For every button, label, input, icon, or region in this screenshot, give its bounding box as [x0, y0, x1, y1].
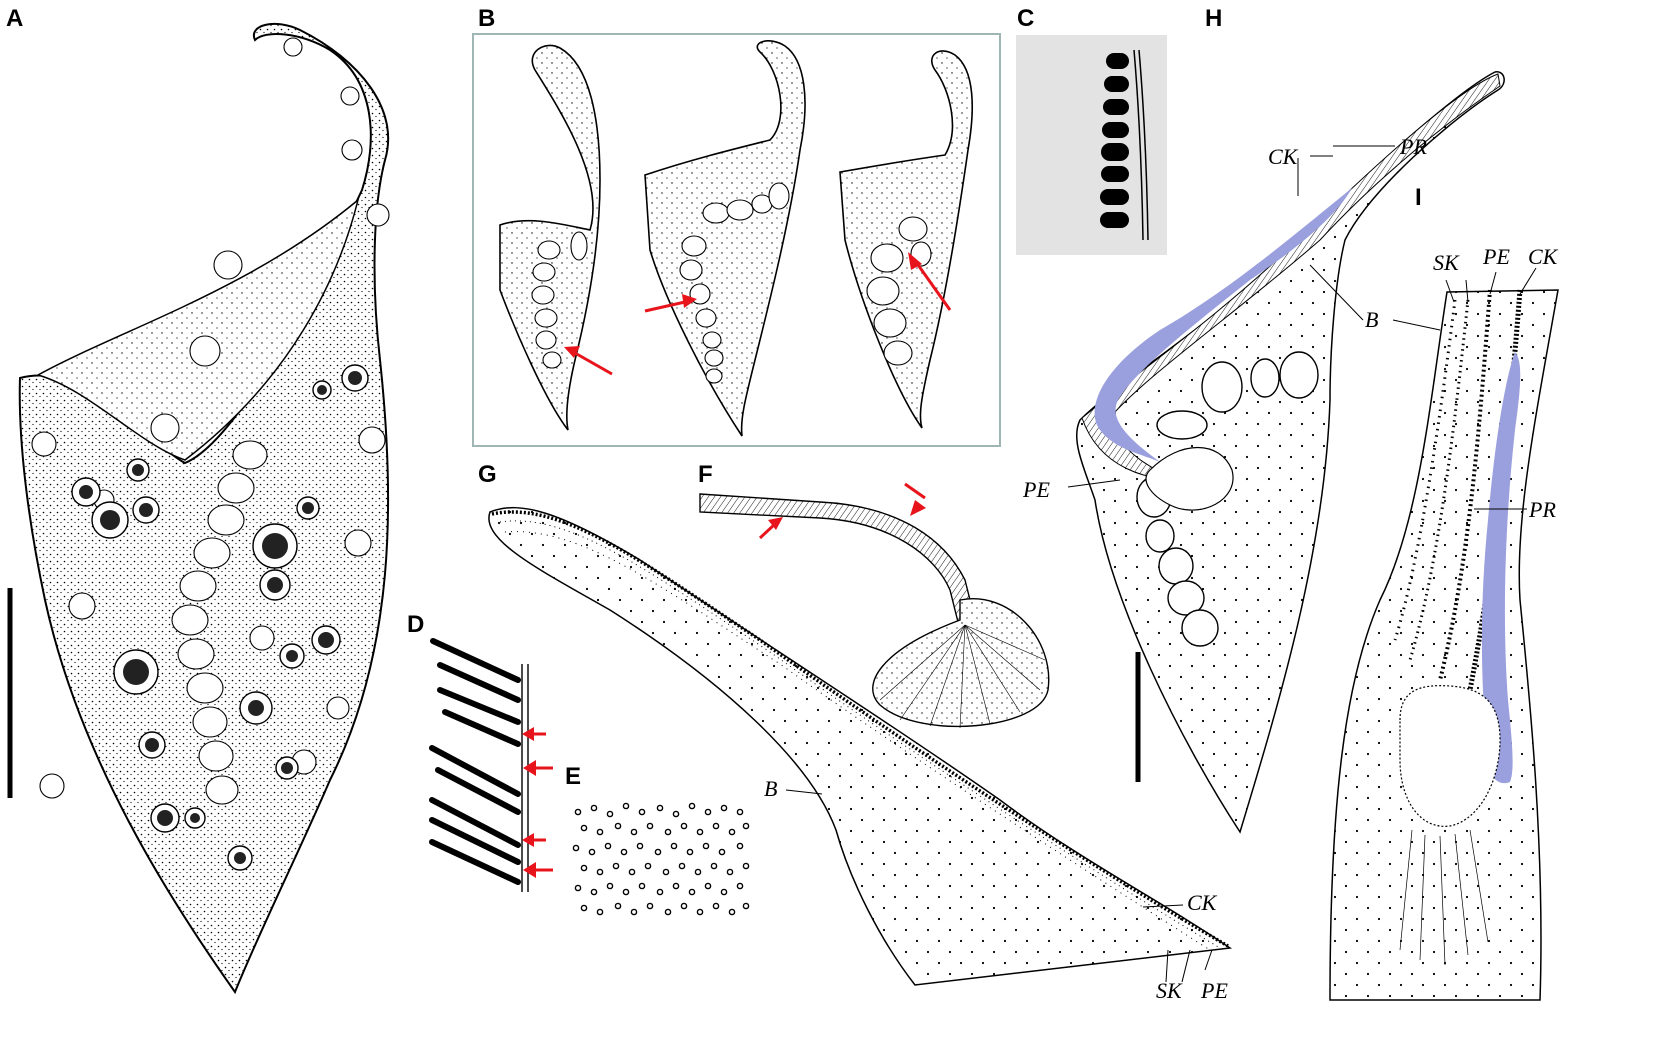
food-vacuoles-a: [71, 364, 369, 871]
label-g-pe: PE: [1200, 978, 1228, 1003]
panel-d: D: [407, 611, 553, 892]
label-h-b: B: [1365, 307, 1378, 332]
label-h-ck: CK: [1268, 144, 1299, 169]
arrows-f: [758, 482, 926, 540]
cilia-rows-d: [429, 638, 521, 885]
panel-label-h: H: [1205, 5, 1222, 32]
label-i-sk: SK: [1433, 250, 1460, 275]
panel-label-g: G: [478, 461, 497, 488]
cell-shape-b1: [499, 44, 613, 431]
arrows-d: [522, 727, 553, 878]
oral-bulb-i: [1399, 685, 1501, 827]
panel-label-e: E: [565, 763, 581, 790]
label-i-pr: PR: [1528, 497, 1556, 522]
panel-label-c: C: [1017, 5, 1034, 32]
figure-canvas: A: [6, 5, 1559, 1003]
panel-label-f: F: [698, 461, 713, 488]
pharyngeal-tube-f: [699, 493, 976, 632]
panel-label-b: B: [478, 5, 495, 32]
ciliary-band-g: [491, 510, 1229, 948]
panel-label-a: A: [6, 5, 23, 32]
label-i-ck: CK: [1528, 244, 1559, 269]
cell-outline-i: [1329, 289, 1559, 1001]
cell-body-a: [18, 22, 390, 995]
pr-highlight-i: [1481, 352, 1521, 784]
kinetid-rows-c: [1100, 49, 1149, 241]
cell-shape-b3: [839, 50, 974, 429]
panel-b: B: [472, 5, 1001, 447]
label-h-pr: PR: [1399, 134, 1427, 159]
peristome-a: [36, 197, 360, 461]
panel-i: I SK PE CK PR: [1329, 184, 1559, 1001]
macronucleus-chain-a: [171, 440, 268, 805]
label-i-pe: PE: [1482, 244, 1510, 269]
contractile-vacuoles-a: [31, 37, 390, 799]
panel-label-i: I: [1415, 184, 1422, 211]
label-h-pe: PE: [1022, 477, 1050, 502]
oral-bulb-f: [872, 598, 1050, 728]
panel-a: A: [6, 5, 390, 995]
label-g-sk: SK: [1156, 978, 1183, 1003]
panel-e: E: [565, 763, 750, 916]
panel-c-background: [1016, 35, 1167, 255]
panel-label-d: D: [407, 611, 424, 638]
macronucleus-chain-h: [1136, 351, 1319, 647]
dot-array-e: [572, 802, 750, 916]
panel-f: F: [698, 461, 1050, 729]
pr-highlight-h: [1094, 188, 1352, 462]
panel-g: G B CK SK PE: [478, 461, 1233, 1003]
panel-h: H CK PR B PE: [1022, 5, 1505, 834]
cell-shape-b2: [644, 40, 806, 437]
panel-c: C: [1016, 5, 1167, 255]
label-g-b: B: [764, 776, 777, 801]
oral-bulb-h: [1145, 447, 1234, 511]
label-g-ck: CK: [1187, 890, 1218, 915]
